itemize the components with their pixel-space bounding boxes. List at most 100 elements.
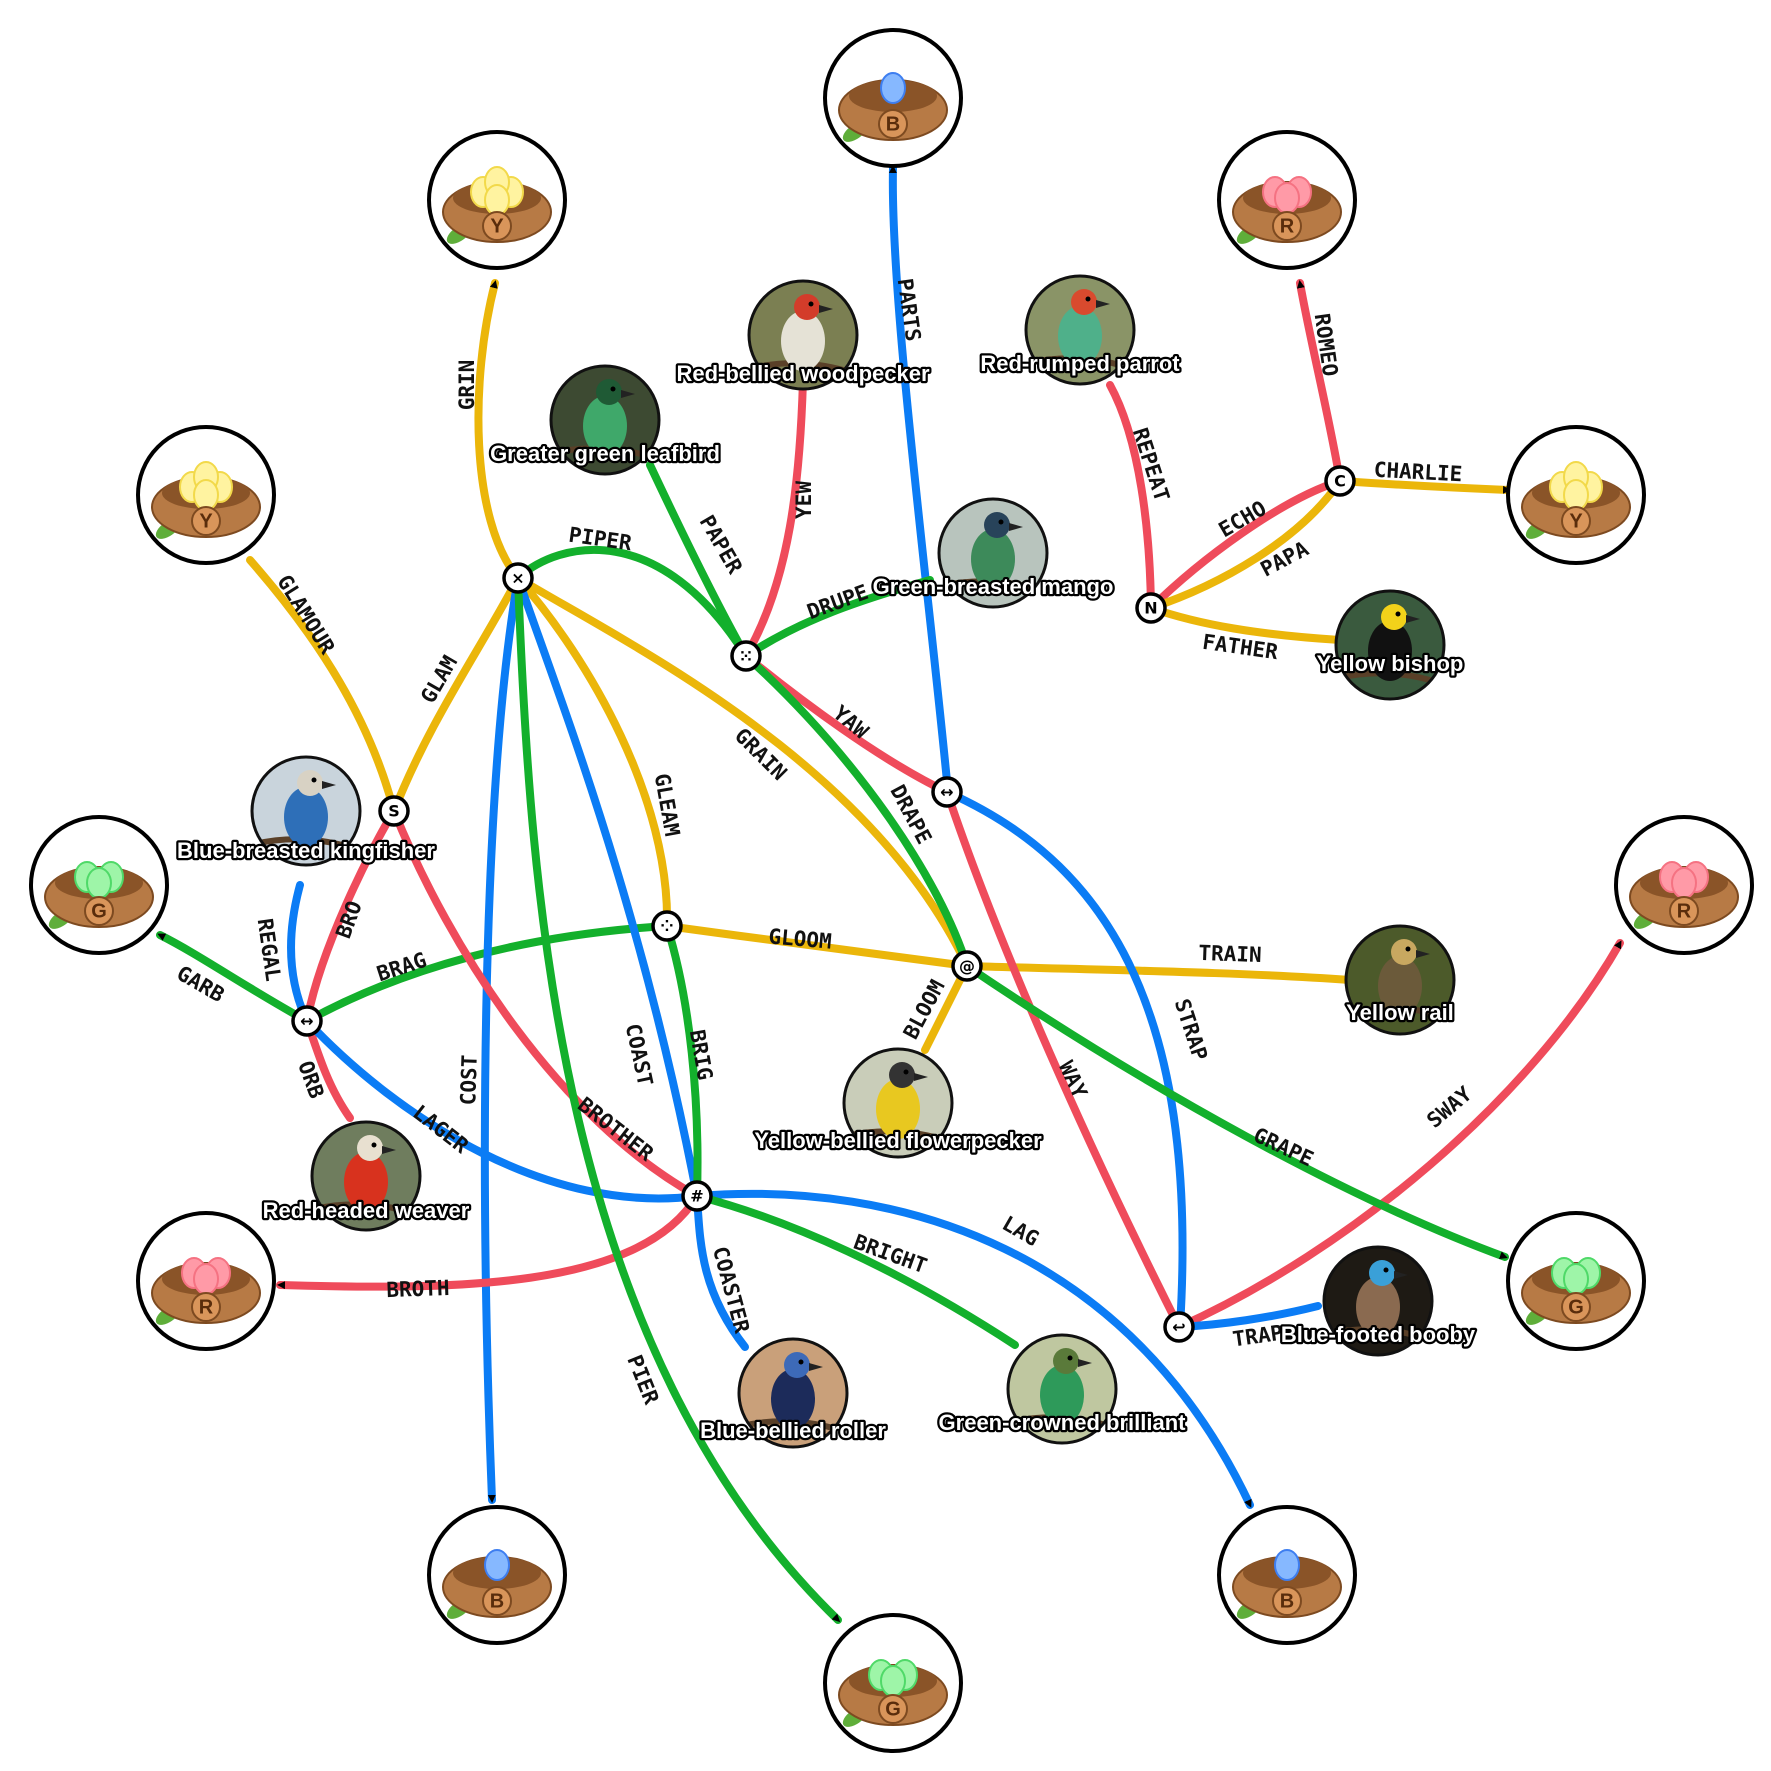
- egg-icon: [193, 1263, 219, 1295]
- bird-icon: [1040, 1365, 1084, 1425]
- junction-dice-five-glyph: ⁙: [739, 647, 752, 666]
- egg-icon: [484, 184, 510, 216]
- green-breasted-mango-photo: [939, 499, 1047, 607]
- junction-dice-four-glyph: ⁘: [660, 917, 673, 936]
- edge-strap: [943, 788, 1187, 1331]
- nest-b-bottomleft: B: [427, 1505, 567, 1645]
- junction-dice-four-ring: [651, 910, 683, 942]
- edge-label-broth: BROTH: [386, 1276, 450, 1302]
- edge-label-cost: COST: [456, 1054, 482, 1105]
- bird-label-green-crowned-brilliant: Green-crowned brilliant: [939, 1410, 1187, 1435]
- blue-footed-booby-ring: [1322, 1245, 1434, 1357]
- junction-dice-five-ring: [730, 640, 762, 672]
- edge-label-train: TRAIN: [1198, 941, 1262, 967]
- bird-icon: [583, 396, 627, 456]
- edge-label-yaw: YAW: [828, 701, 873, 744]
- edge-charlie: [1336, 477, 1512, 494]
- edge-yew: [742, 376, 807, 660]
- bird-icon: [344, 1152, 388, 1212]
- edge-repeat: [1106, 381, 1155, 612]
- red-bellied-woodpecker-photo: [749, 281, 857, 389]
- edge-label-gloom: GLOOM: [768, 924, 833, 953]
- nest-badge: [482, 1586, 512, 1616]
- nest-badge: [191, 1292, 221, 1322]
- nest-badge: [1561, 1292, 1591, 1322]
- red-headed-weaver-photo: [312, 1122, 420, 1230]
- bird-icon: [971, 529, 1015, 589]
- junction-arrows-upper: ↔: [931, 776, 963, 808]
- bird-icon: [771, 1369, 815, 1429]
- egg-icon: [1563, 1263, 1589, 1295]
- bird-label-blue-footed-booby: Blue-footed booby: [1281, 1322, 1476, 1347]
- egg-icon: [484, 1549, 510, 1581]
- edge-label-regal: REGAL: [253, 917, 286, 983]
- bird-greater-green-leafbird: Greater green leafbird: [488, 364, 722, 476]
- junction-arrows-left: ↔: [291, 1005, 323, 1037]
- bird-icon: [1356, 1277, 1400, 1337]
- edge-glamour: [246, 556, 398, 815]
- junction-s: S: [378, 795, 410, 827]
- bird-icon: [1378, 956, 1422, 1016]
- edge-pier: [514, 574, 842, 1624]
- yellow-rail-ring: [1344, 924, 1456, 1036]
- bird-blue-breasted-kingfisher: Blue-breasted kingfisher: [175, 755, 438, 867]
- egg-icon: [1274, 182, 1300, 214]
- edge-drape: [742, 652, 971, 970]
- junction-c-glyph: C: [1334, 472, 1346, 491]
- bird-yellow-bishop: Yellow bishop: [1314, 589, 1466, 701]
- junction-arrows-left-glyph: ↔: [300, 1012, 313, 1031]
- junction-c: C: [1324, 465, 1356, 497]
- edge-train: [963, 962, 1354, 984]
- edge-way: [943, 788, 1183, 1331]
- nest-g-right: G: [1506, 1211, 1646, 1351]
- nest-g-left: G: [29, 815, 169, 955]
- edge-sway: [1175, 939, 1624, 1331]
- edge-coast: [514, 574, 701, 1200]
- nest-b-bottomright: B: [1217, 1505, 1357, 1645]
- junction-swirl: @: [951, 950, 983, 982]
- junction-arrows-upper-glyph: ↔: [940, 783, 953, 802]
- junction-n-glyph: N: [1144, 599, 1157, 618]
- edge-label-drape: DRAPE: [885, 781, 936, 848]
- edge-broth: [276, 1192, 701, 1291]
- egg-icon: [880, 72, 906, 104]
- junction-n: N: [1135, 592, 1167, 624]
- nest-g-left-letter: G: [91, 900, 107, 922]
- edge-regal: [287, 881, 311, 1025]
- nest-r-left: R: [136, 1211, 276, 1351]
- blue-bellied-roller-photo: [739, 1339, 847, 1447]
- edge-drupe: [742, 576, 934, 660]
- bird-label-red-rumped-parrot: Red-rumped parrot: [980, 351, 1180, 376]
- nest-r-right: R: [1614, 815, 1754, 955]
- junctions-layer: ×⁙↔NCS⁘@↔#↩: [291, 465, 1356, 1343]
- bird-label-greater-green-leafbird: Greater green leafbird: [490, 441, 720, 466]
- bird-yellow-rail: Yellow rail: [1344, 924, 1456, 1036]
- nest-badge: [878, 1694, 908, 1724]
- bird-icon: [1058, 306, 1102, 366]
- nest-badge: [1669, 896, 1699, 926]
- nest-badge: [878, 109, 908, 139]
- edge-papa: [1147, 477, 1344, 612]
- nest-badge: [1272, 1586, 1302, 1616]
- edge-romeo: [1296, 279, 1344, 485]
- red-rumped-parrot-ring: [1024, 274, 1136, 386]
- nest-b-bottomleft-letter: B: [490, 1590, 504, 1612]
- bird-blue-bellied-roller: Blue-bellied roller: [698, 1337, 889, 1449]
- nest-b-top-letter: B: [886, 113, 900, 135]
- egg-icon: [193, 479, 219, 511]
- bird-blue-footed-booby: Blue-footed booby: [1279, 1245, 1478, 1357]
- egg-icon: [880, 1665, 906, 1697]
- edge-cost: [480, 574, 522, 1504]
- junction-x-glyph: ×: [511, 569, 524, 588]
- junction-arrows-left-ring: [291, 1005, 323, 1037]
- green-breasted-mango-ring: [937, 497, 1049, 609]
- bird-icon: [1368, 621, 1412, 681]
- edge-label-glamour: GLAMOUR: [272, 571, 339, 659]
- edge-label-papa: PAPA: [1257, 536, 1313, 581]
- bird-red-headed-weaver: Red-headed weaver: [260, 1120, 472, 1232]
- egg-icon: [1671, 867, 1697, 899]
- blue-breasted-kingfisher-ring: [250, 755, 362, 867]
